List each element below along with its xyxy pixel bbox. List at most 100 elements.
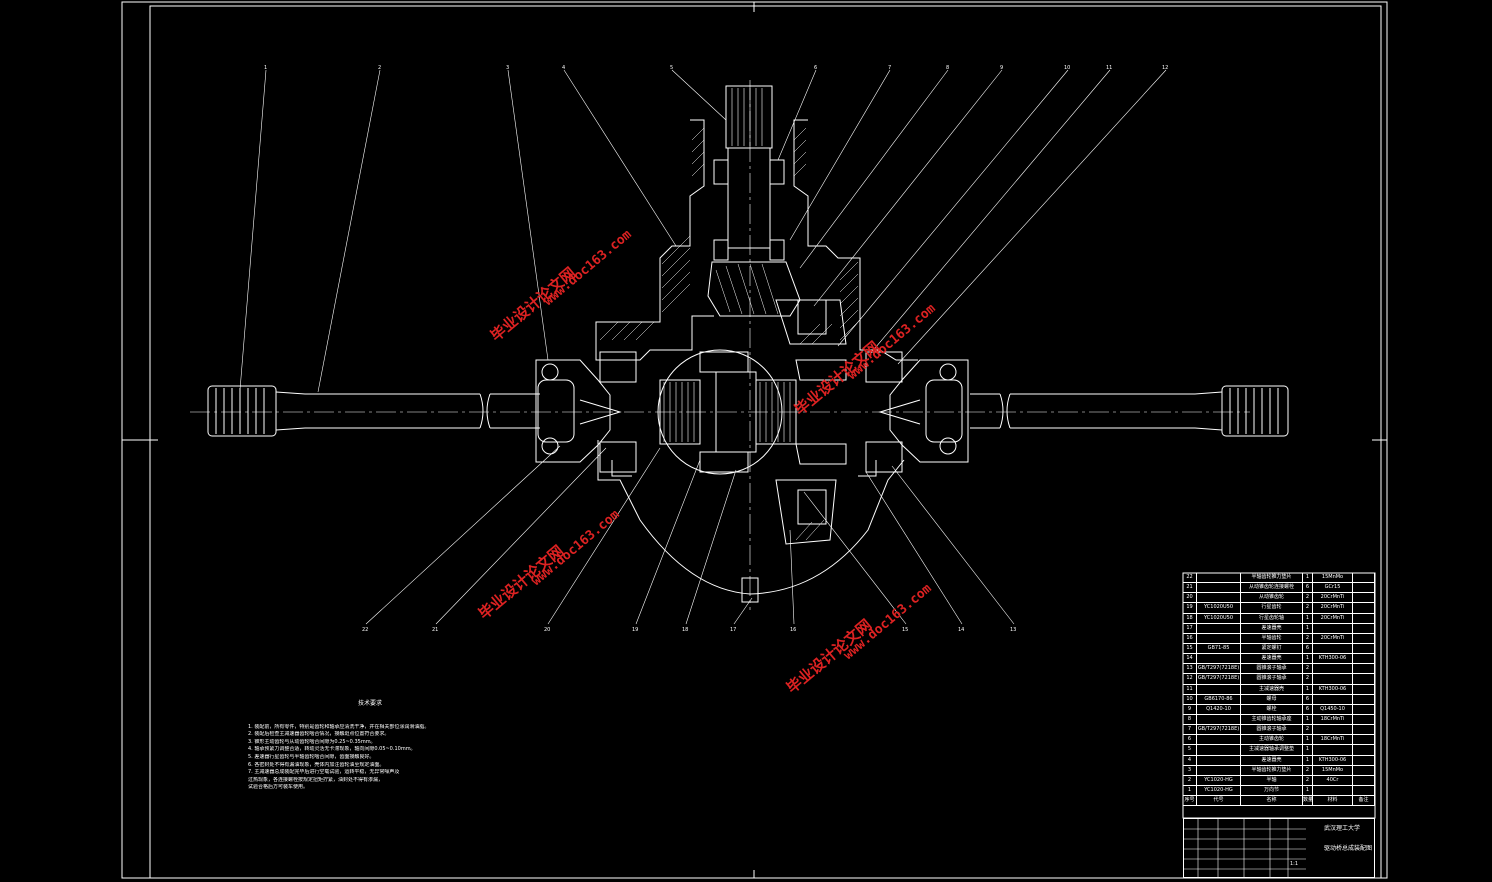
- bom-cell: 5: [1183, 745, 1197, 755]
- bom-cell: 11: [1183, 684, 1197, 694]
- bom-cell: [1353, 684, 1375, 694]
- bom-cell: 18CrMnTi: [1313, 714, 1353, 725]
- bom-cell: [1353, 633, 1375, 643]
- bom-cell: [1313, 785, 1353, 796]
- bom-cell: 2: [1303, 633, 1313, 643]
- callout-3: 3: [506, 65, 509, 71]
- bom-cell: [1197, 745, 1241, 755]
- bom-cell: 半轴齿轮: [1241, 633, 1303, 643]
- bom-cell: [1353, 674, 1375, 684]
- callouts-top: 1 2 3 4 5 6 7 8 9 10 11 12: [264, 65, 1168, 71]
- bom-cell: 10: [1183, 694, 1197, 704]
- bom-cell: [1197, 714, 1241, 725]
- bom-cell: [1353, 623, 1375, 633]
- bom-cell: GB/T297(7218E): [1197, 674, 1241, 684]
- bom-cell: [1313, 745, 1353, 755]
- bom-cell: YC1020U50: [1197, 603, 1241, 613]
- bom-cell: 6: [1303, 583, 1313, 593]
- callout-6: 6: [814, 65, 817, 71]
- bom-cell: 圆锥滚子轴承: [1241, 664, 1303, 674]
- note-line: 试验合格后方可装车使用。: [248, 784, 309, 791]
- callout-4: 4: [562, 65, 565, 71]
- bom-cell: [1353, 745, 1375, 755]
- bom-cell: GB71-85: [1197, 643, 1241, 654]
- bom-cell: 8: [1183, 714, 1197, 725]
- bom-cell: [1353, 573, 1375, 583]
- bom-cell: [1353, 785, 1375, 796]
- callout-1: 1: [264, 65, 267, 71]
- bom-cell: 2: [1303, 725, 1313, 735]
- bom-cell: GB/T297(7218E): [1197, 664, 1241, 674]
- bom-header-cell: 名称: [1241, 796, 1303, 806]
- callout-22: 22: [362, 627, 368, 633]
- bom-cell: 从动锥齿轮: [1241, 593, 1303, 603]
- bom-cell: YC1020-HG: [1197, 785, 1241, 796]
- bom-cell: 4: [1183, 755, 1197, 765]
- bom-header-cell: 备注: [1353, 796, 1375, 806]
- callout-7: 7: [888, 65, 891, 71]
- callout-14: 14: [958, 627, 964, 633]
- bom-cell: 3: [1183, 765, 1197, 775]
- bom-cell: [1353, 775, 1375, 785]
- bom-cell: 半轴: [1241, 775, 1303, 785]
- left-joint: [535, 359, 622, 463]
- technical-requirements: 技术要求 1. 装配前，所有零件，特别是齿轮和轴承应清洗干净，并在相关部位涂润滑…: [248, 700, 518, 792]
- bom-cell: 20: [1183, 593, 1197, 603]
- bom-cell: 1: [1303, 785, 1313, 796]
- bom-cell: GB6170-86: [1197, 694, 1241, 704]
- bom-cell: 6: [1183, 735, 1197, 745]
- right-joint: [878, 359, 969, 463]
- bom-cell: [1353, 765, 1375, 775]
- callout-10: 10: [1064, 65, 1070, 71]
- bom-cell: [1197, 684, 1241, 694]
- watermark-cn-3: 毕业设计论文网: [475, 542, 567, 623]
- bom-cell: 12: [1183, 674, 1197, 684]
- bom-header-cell: 序号: [1183, 796, 1197, 806]
- bom-cell: 1: [1303, 735, 1313, 745]
- bom-cell: YC1020U50: [1197, 613, 1241, 623]
- bom-header-cell: 代号: [1197, 796, 1241, 806]
- callout-5: 5: [670, 65, 673, 71]
- bom-cell: 15MnMo: [1313, 573, 1353, 583]
- bom-cell: 21: [1183, 583, 1197, 593]
- pinion-assembly: [707, 85, 801, 317]
- callout-16: 16: [790, 627, 796, 633]
- bom-cell: 行星齿轮轴: [1241, 613, 1303, 623]
- callout-13: 13: [1010, 627, 1016, 633]
- bom-cell: 9: [1183, 704, 1197, 714]
- watermark-url-3: www.doc163.com: [529, 507, 623, 589]
- bom-cell: 差速器壳: [1241, 755, 1303, 765]
- bom-cell: 主动锥齿轮: [1241, 735, 1303, 745]
- bom-cell: 2: [1303, 664, 1313, 674]
- bom-cell: [1353, 714, 1375, 725]
- bom-cell: 6: [1303, 694, 1313, 704]
- bom-cell: 40Cr: [1313, 775, 1353, 785]
- note-line: 7. 主减速器总成装配完毕后进行空载试验，运转平稳，无异常噪声及: [248, 769, 400, 776]
- bom-cell: [1197, 623, 1241, 633]
- bom-cell: 1: [1183, 785, 1197, 796]
- bom-cell: [1353, 643, 1375, 654]
- bom-cell: [1353, 664, 1375, 674]
- callout-19: 19: [632, 627, 638, 633]
- bom-cell: 15: [1183, 643, 1197, 654]
- bom-cell: KTH300-06: [1313, 755, 1353, 765]
- bom-header-row: 序号代号名称数量材料备注: [1183, 796, 1375, 807]
- bom-cell: [1197, 654, 1241, 664]
- bom-cell: 2: [1303, 765, 1313, 775]
- callout-21: 21: [432, 627, 438, 633]
- bom-header-cell: 数量: [1303, 796, 1313, 806]
- differential: [599, 299, 903, 603]
- bom-cell: [1353, 755, 1375, 765]
- bom-cell: 19: [1183, 603, 1197, 613]
